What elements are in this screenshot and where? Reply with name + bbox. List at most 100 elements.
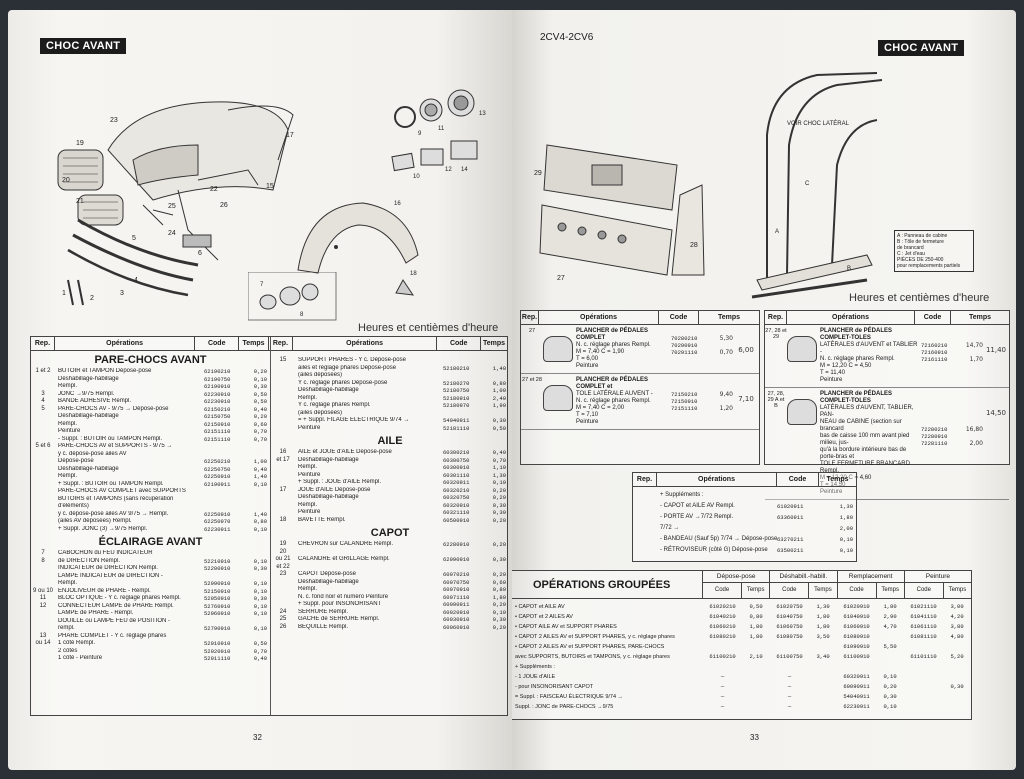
cell-rep xyxy=(31,573,55,581)
col-temps: Temps xyxy=(239,337,269,350)
cell-rep: 13 xyxy=(39,632,47,639)
cell-t: 0,30 xyxy=(492,556,506,563)
plancher-code xyxy=(921,412,957,419)
plancher-code xyxy=(921,419,957,426)
cell-op: PHARE COMPLET - Y c. réglage phares xyxy=(58,632,167,639)
cell-rep xyxy=(31,383,55,391)
grouped-code: 61020210 xyxy=(709,603,736,610)
grouped-temps: 1,80 xyxy=(883,603,897,610)
grouped-code xyxy=(904,682,943,692)
cell-rep xyxy=(271,586,295,594)
cell-rep: 3 xyxy=(41,390,45,397)
cell-op: de DIRECTION Rempl. xyxy=(58,557,121,564)
cell-op: JOUE d'AILE Dépose-pose xyxy=(298,486,371,493)
supplement-op: + Suppléments : xyxy=(660,492,704,498)
cell-t: 0,40 xyxy=(253,465,267,473)
cell-t: 1,40 xyxy=(253,473,267,480)
section-pare-chocs-avant: PARE-CHOCS AVANT xyxy=(94,354,207,366)
supplement-code: 63360911 xyxy=(777,514,804,521)
plancher-line: M = 12,20 C = 4,60 xyxy=(820,475,872,481)
grouped-temps: 1,80 xyxy=(749,623,763,630)
supplement-code xyxy=(777,490,819,501)
cell-t: 1,90 xyxy=(492,402,506,409)
plancher-temps-1 xyxy=(707,342,733,349)
cell-code xyxy=(204,496,248,504)
cell-t: 0,10 xyxy=(253,587,267,595)
cell-code xyxy=(204,443,248,451)
cell-code xyxy=(204,618,248,626)
supplement-op: - BANDEAU (Sauf 5p) 7/74 → Dépose-pose xyxy=(660,536,777,542)
cell-op: ENJOLIVEUR de PHARE - Rempl. xyxy=(58,587,151,594)
left-page: CHOC AVANT 23 17 xyxy=(8,10,512,770)
grouped-code: 60090911 xyxy=(843,683,870,690)
cell-t: 0,50 xyxy=(253,390,267,398)
table-row: (ailes déposées) xyxy=(271,372,509,380)
cell-code xyxy=(443,564,487,572)
cell-rep: 9 ou 10 xyxy=(32,587,54,594)
section-eclairage-avant: ÉCLAIRAGE AVANT xyxy=(98,536,203,548)
grouped-code: 61041110 xyxy=(910,613,937,620)
plancher-line: M = 7,40 C = 2,00 xyxy=(576,405,625,411)
cell-op: BAVETTE Rempl. xyxy=(298,516,346,523)
cell-op: Déshabillage-habillage xyxy=(58,465,119,472)
grouped-code: 61060910 xyxy=(843,623,870,630)
cell-code xyxy=(204,550,248,558)
supplement-code: 63500211 xyxy=(777,547,804,554)
table-row: y c. dépose-pose ailes AV 9/75 → Rempl.6… xyxy=(31,511,270,519)
cell-t: 0,20 xyxy=(253,368,267,375)
grouped-temps: 1,80 xyxy=(816,623,830,630)
grouped-temps: 0,10 xyxy=(883,673,897,680)
plancher-line: M = 7,40 C = 1,90 xyxy=(576,349,625,355)
grouped-temps: 3,00 xyxy=(950,603,964,610)
cell-t xyxy=(248,503,270,511)
cell-rep: 4 xyxy=(41,398,45,404)
cell-rep xyxy=(31,511,55,519)
cell-op: y c. dépose-pose ailes AV 9/75 → Rempl. xyxy=(58,510,169,517)
plancher-code xyxy=(921,405,957,412)
grouped-code: 61061110 xyxy=(910,623,937,630)
callout-17: 17 xyxy=(286,132,294,139)
plancher-code: 72150210 xyxy=(671,391,698,398)
cell-code: 62250210 xyxy=(204,458,231,465)
cell-op: Y c. réglage phares Dépose-pose xyxy=(298,379,388,386)
callout-3: 3 xyxy=(120,290,124,297)
plancher-line: PLANCHER de PÉDALES COMPLET et xyxy=(576,377,649,390)
cell-t: 0,20 xyxy=(492,571,506,578)
grouped-code xyxy=(837,662,876,672)
grouped-code: 61060750 xyxy=(776,623,803,630)
cabin-pillar-diagram: A B C VOIR CHOC LATÉRAL xyxy=(751,72,883,299)
cell-code: 60060910 xyxy=(443,623,470,631)
cell-op: Dépose-pose xyxy=(58,458,94,464)
plancher-line: N. c. réglage phares Rempl. xyxy=(576,398,651,404)
plancher-line: PLANCHER de PÉDALES COMPLET xyxy=(576,328,649,341)
cell-op: CONNECTEUR LAMPE de PHARE Rempl. xyxy=(58,602,174,609)
cell-op: + Suppl. JONC (3) →9/75 Rempl. xyxy=(58,525,148,532)
grouped-temps: 3,40 xyxy=(816,653,830,660)
cell-code: 60320911 xyxy=(443,479,470,486)
cell-code: 52050910 xyxy=(204,595,231,602)
grp-sub-temps: Temps xyxy=(746,587,765,593)
cell-code: 60500910 xyxy=(443,516,470,524)
t3-col-rep: Rep. xyxy=(633,473,657,486)
cell-op: CALANDRE et GRILLAGE Rempl. xyxy=(298,556,390,562)
supplement-code xyxy=(777,523,819,534)
grouped-op: avec SUPPORTS, BUTOIRS et TAMPONS, y c. … xyxy=(515,654,670,660)
plancher-line: PLANCHER de PÉDALES COMPLET-TOLES xyxy=(820,328,893,341)
cell-code: 60321110 xyxy=(443,509,470,516)
section-capot: CAPOT xyxy=(370,527,410,539)
cell-t: 0,20 xyxy=(492,486,506,494)
grouped-temps: 2,10 xyxy=(749,653,763,660)
plancher-code: 72280210 xyxy=(921,426,948,433)
cell-op: Déshabillage-habillage xyxy=(298,494,359,500)
